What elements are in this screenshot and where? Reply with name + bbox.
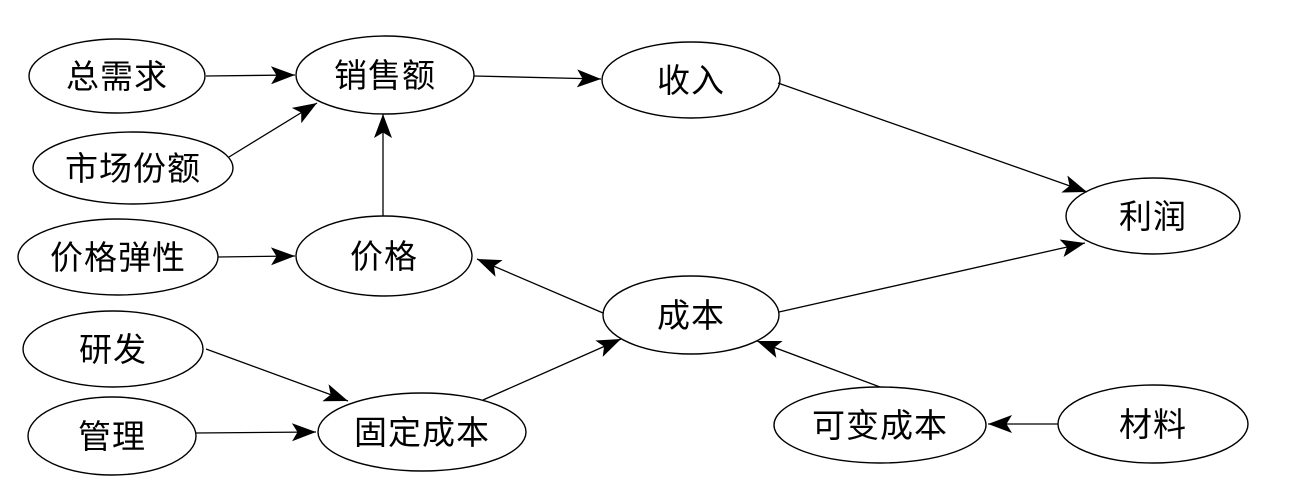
- node-label-profit: 利润: [1119, 197, 1187, 236]
- node-variable-cost: 可变成本: [773, 386, 987, 464]
- node-profit: 利润: [1065, 177, 1241, 255]
- node-label-material: 材料: [1119, 405, 1187, 444]
- node-price-elasticity: 价格弹性: [17, 218, 219, 296]
- node-revenue: 收入: [601, 41, 781, 119]
- node-rnd: 研发: [22, 310, 204, 388]
- node-ellipse-fixed-cost: [317, 392, 527, 472]
- edge-fixed-cost-to-cost: [482, 338, 622, 401]
- node-ellipse-profit: [1065, 177, 1241, 255]
- node-ellipse-revenue: [601, 41, 781, 119]
- node-label-sales: 销售额: [334, 56, 436, 95]
- node-price: 价格: [295, 215, 473, 297]
- edge-price-elasticity-to-price: [217, 247, 296, 266]
- node-label-fixed-cost: 固定成本: [354, 413, 490, 452]
- node-label-variable-cost: 可变成本: [812, 406, 948, 445]
- node-material: 材料: [1057, 384, 1249, 464]
- node-label-cost: 成本: [657, 296, 725, 335]
- edge-cost-to-profit: [778, 239, 1086, 313]
- node-fixed-cost: 固定成本: [317, 392, 527, 472]
- node-ellipse-rnd: [22, 310, 204, 388]
- node-label-total-demand: 总需求: [66, 57, 168, 96]
- edge-rnd-to-fixed-cost: [205, 348, 349, 402]
- node-management: 管理: [27, 396, 197, 476]
- edge-management-to-fixed-cost: [195, 423, 317, 442]
- node-label-management: 管理: [78, 417, 146, 456]
- edge-sales-to-revenue: [473, 69, 602, 88]
- edges-layer: [195, 66, 1088, 442]
- node-label-rnd: 研发: [79, 330, 147, 369]
- edge-cost-to-price: [476, 258, 604, 314]
- edge-revenue-to-profit: [777, 82, 1088, 193]
- node-ellipse-total-demand: [28, 38, 206, 114]
- node-label-price: 价格: [350, 237, 418, 276]
- edge-total-demand-to-sales: [205, 66, 296, 85]
- edge-variable-cost-to-cost: [756, 340, 881, 388]
- node-label-revenue: 收入: [657, 61, 725, 100]
- node-ellipse-price: [295, 215, 473, 297]
- node-label-market-share: 市场份额: [65, 149, 201, 188]
- edge-market-share-to-sales: [228, 102, 318, 158]
- node-market-share: 市场份额: [32, 131, 234, 205]
- node-ellipse-market-share: [32, 131, 234, 205]
- node-ellipse-cost: [602, 275, 780, 355]
- node-sales: 销售额: [295, 35, 475, 115]
- node-cost: 成本: [602, 275, 780, 355]
- node-total-demand: 总需求: [28, 38, 206, 114]
- node-ellipse-management: [27, 396, 197, 476]
- node-label-price-elasticity: 价格弹性: [50, 238, 186, 277]
